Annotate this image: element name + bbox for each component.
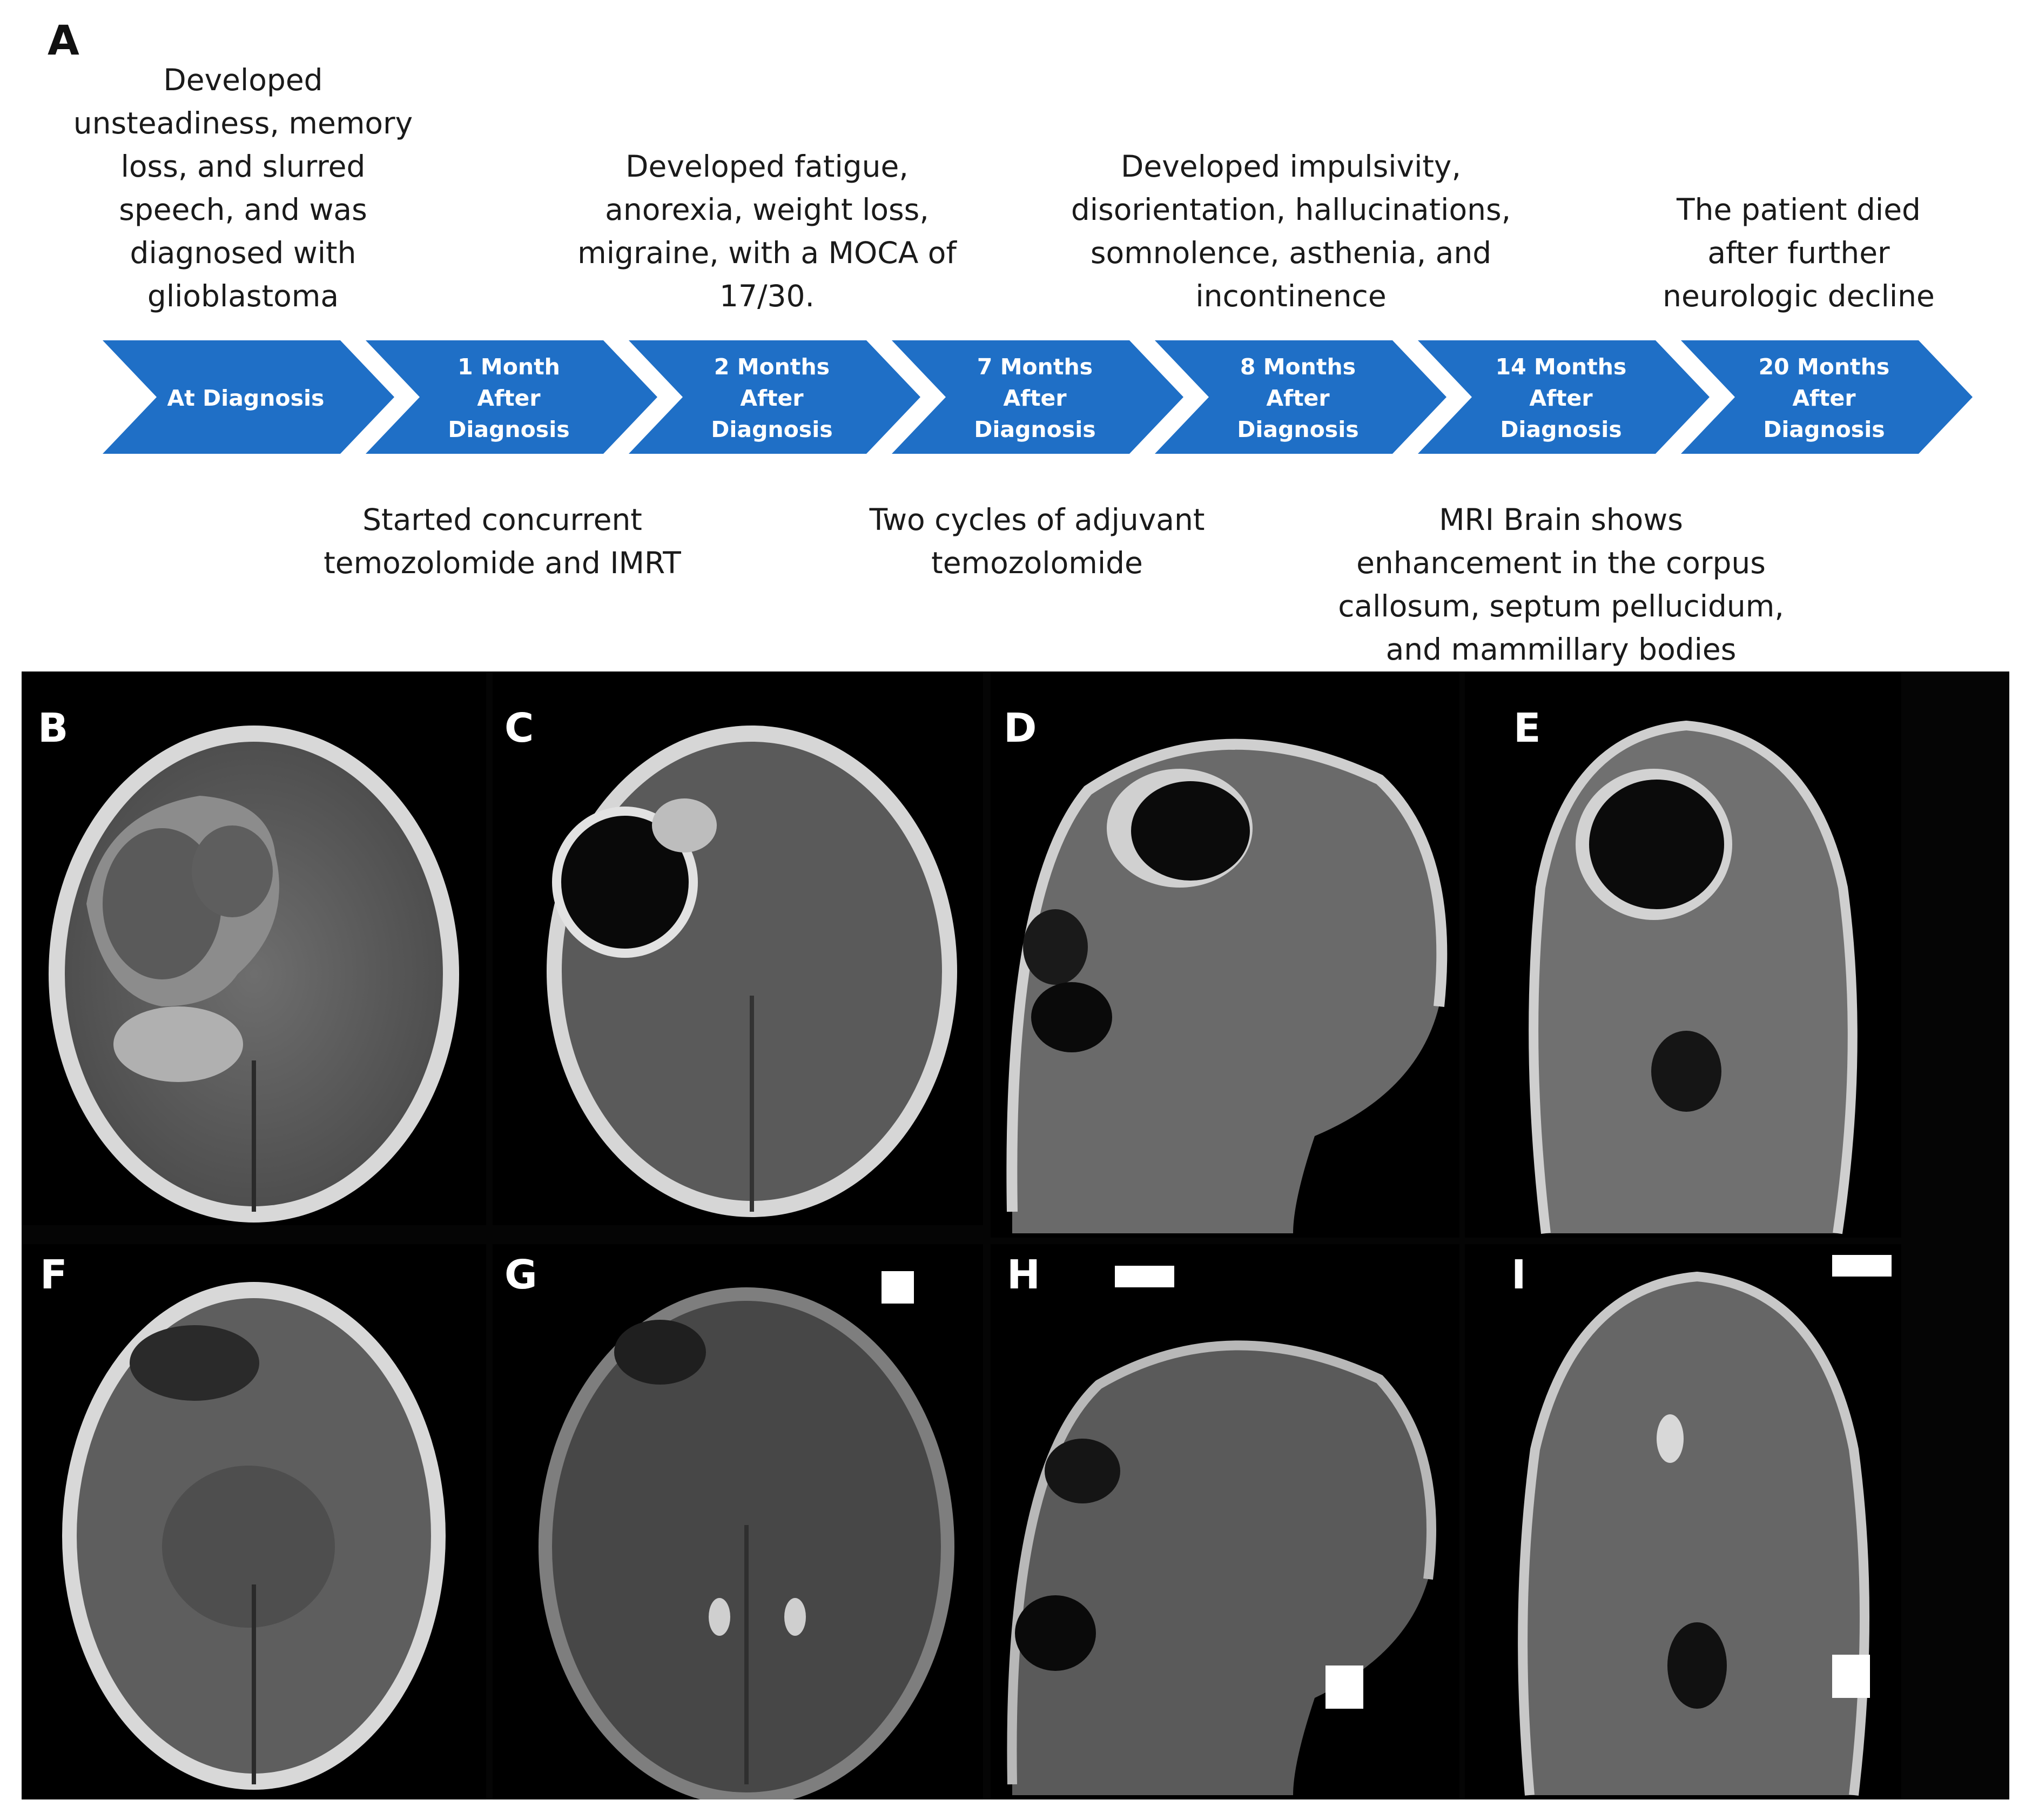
panel-a-label: A [48,16,79,64]
mri-image-h [1007,1266,1436,1795]
stage-label-7-months: 7 Months After Diagnosis [974,354,1096,442]
note-1-month: Started concurrent temozolomide and IMRT [324,502,681,580]
mri-panel-e: E [1465,671,1901,1238]
mri-image-grid: B C D [22,671,2009,1799]
mri-image-e [1529,720,1858,1234]
panel-h-label: H [1007,1252,1040,1298]
mri-image-i [1518,1255,1892,1796]
mri-image-b [49,726,459,1223]
mri-panel-b: B [22,671,486,1225]
note-at-diagnosis: Developed unsteadiness, memory loss, and… [73,63,413,313]
note-7-months: Two cycles of adjuvant temozolomide [869,502,1205,580]
mri-panel-i: I [1465,1244,1901,1799]
mri-image-d [1006,738,1448,1233]
stage-label-1-month: 1 Month After Diagnosis [448,354,570,442]
timeline-chevron [366,340,657,454]
timeline-chevron [103,340,394,454]
timeline-chevron [1681,340,1973,454]
stage-label-20-months: 20 Months After Diagnosis [1758,354,1890,442]
note-8-months: Developed impulsivity, disorientation, h… [1071,149,1511,313]
stage-label-at-diagnosis: At Diagnosis [167,385,325,411]
mri-panel-f: F [22,1244,486,1799]
mri-image-c [547,726,957,1217]
mri-image-g [539,1271,954,1799]
panel-e-label: E [1513,705,1541,751]
mri-panel-c: C [493,671,983,1225]
panel-f-label: F [40,1252,68,1298]
panel-c-label: C [504,705,534,751]
stage-label-14-months: 14 Months After Diagnosis [1495,354,1627,442]
mri-panel-d: D [991,671,1459,1238]
mri-panel-h: H [991,1244,1459,1799]
panel-b-label: B [38,705,69,751]
timeline-chevron [1155,340,1446,454]
panel-d-label: D [1004,705,1037,751]
panel-i-label: I [1511,1252,1526,1298]
note-2-months: Developed fatigue, anorexia, weight loss… [577,149,957,313]
mri-panel-g: G [493,1244,983,1799]
panel-g-label: G [504,1252,537,1298]
timeline-chevrons [103,340,1973,454]
mri-image-f [62,1282,446,1790]
note-14-months: MRI Brain shows enhancement in the corpu… [1338,502,1784,667]
timeline-chevron [629,340,920,454]
stage-label-8-months: 8 Months After Diagnosis [1237,354,1359,442]
stage-label-2-months: 2 Months After Diagnosis [711,354,833,442]
timeline-chevron [892,340,1183,454]
timeline-chevron [1418,340,1710,454]
note-20-months: The patient died after further neurologi… [1663,192,1935,313]
